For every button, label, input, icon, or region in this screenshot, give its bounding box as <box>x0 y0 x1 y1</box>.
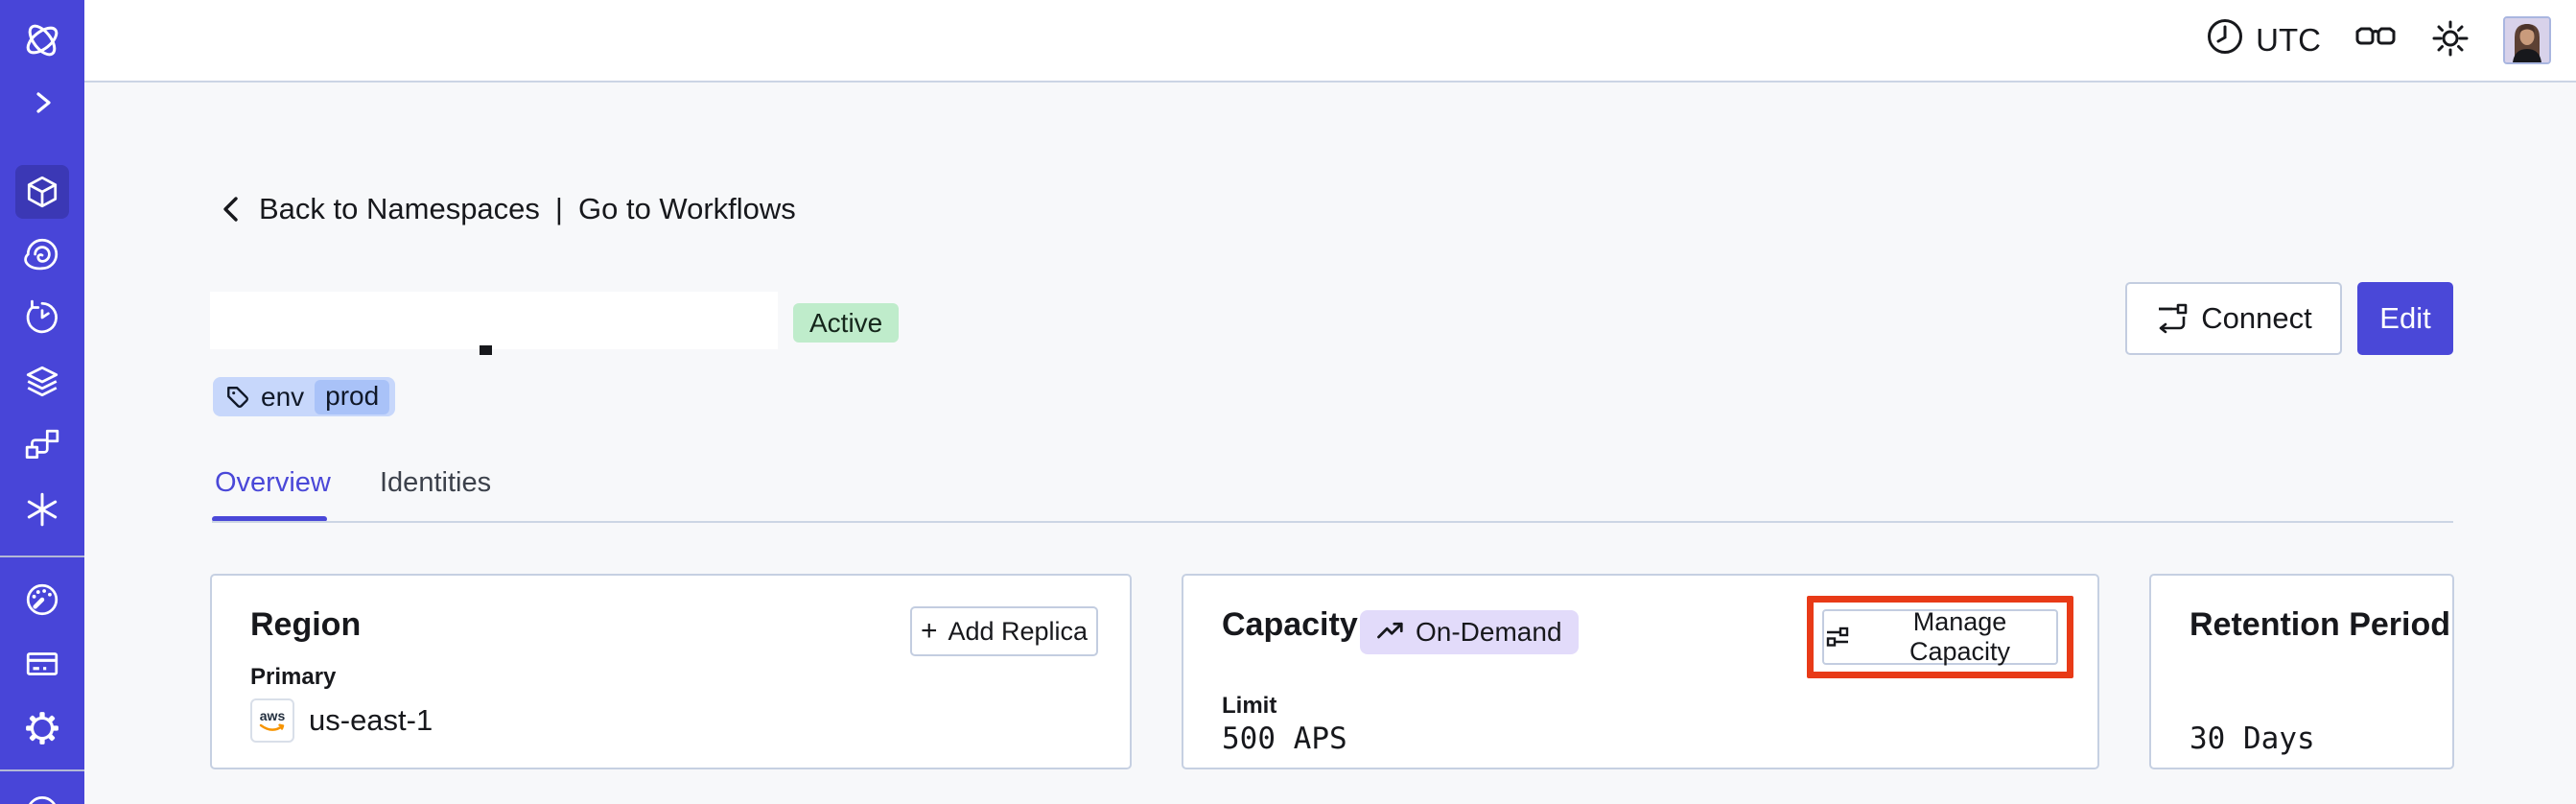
status-badge: Active <box>793 303 900 343</box>
user-avatar[interactable] <box>2503 16 2551 64</box>
sidebar-item-usage-gauge-icon[interactable] <box>0 582 84 617</box>
tag-icon <box>225 385 250 410</box>
sidebar-divider-bottom <box>0 769 84 771</box>
tab-overview[interactable]: Overview <box>215 467 331 498</box>
retention-card: Retention Period 30 Days <box>2149 574 2454 769</box>
glasses-icon[interactable] <box>2354 16 2398 65</box>
sidebar-expand-icon[interactable] <box>0 86 84 119</box>
retention-value: 30 Days <box>2190 721 2315 756</box>
theme-sun-icon[interactable] <box>2430 18 2471 63</box>
add-replica-label: Add Replica <box>948 616 1089 646</box>
ondemand-badge: On-Demand <box>1360 610 1579 654</box>
capacity-card: Capacity On-Demand <box>1182 574 2099 769</box>
region-value: us-east-1 <box>309 703 433 737</box>
header-actions: Connect Edit <box>2125 282 2453 355</box>
namespace-tag[interactable]: env prod <box>213 377 396 416</box>
back-chevron-icon[interactable] <box>219 194 244 225</box>
sidebar-item-asterisk-icon[interactable] <box>0 492 84 527</box>
go-to-workflows-link[interactable]: Go to Workflows <box>577 192 796 225</box>
connect-button[interactable]: Connect <box>2125 282 2342 355</box>
capacity-card-title: Capacity <box>1222 606 1358 643</box>
primary-label: Primary <box>250 664 337 690</box>
sidebar-nav <box>0 0 84 804</box>
trending-up-icon <box>1376 618 1405 647</box>
aws-logo-icon: aws <box>250 698 294 743</box>
timezone-selector[interactable]: UTC <box>2206 17 2321 63</box>
sidebar-item-batch-branch-icon[interactable] <box>0 428 84 462</box>
retention-card-title: Retention Period <box>2190 606 2451 643</box>
temporal-logo-icon[interactable] <box>0 19 84 61</box>
back-to-namespaces-link[interactable]: Back to Namespaces <box>259 192 540 225</box>
add-replica-button[interactable]: + Add Replica <box>910 606 1098 656</box>
active-tab-underline <box>212 516 327 522</box>
sidebar-item-schedules-clock-icon[interactable] <box>0 299 84 335</box>
sidebar-item-nexus-spiral-icon[interactable] <box>0 237 84 272</box>
sidebar-divider <box>0 556 84 557</box>
tab-identities[interactable]: Identities <box>380 467 492 498</box>
breadcrumb: Back to Namespaces | Go to Workflows <box>219 192 796 226</box>
region-card: Region + Add Replica Primary aws us-east… <box>210 574 1132 769</box>
red-annotation-box: Manage Capacity <box>1807 596 2073 678</box>
plus-icon: + <box>920 615 938 647</box>
sliders-icon <box>1824 624 1851 650</box>
topbar: UTC <box>84 0 2576 83</box>
edit-button-label: Edit <box>2379 301 2431 335</box>
ondemand-badge-label: On-Demand <box>1416 617 1562 647</box>
namespace-title-redaction <box>210 292 778 349</box>
tag-value-chip: prod <box>315 379 390 414</box>
manage-capacity-label: Manage Capacity <box>1909 607 2011 666</box>
aws-logo-text: aws <box>260 708 286 723</box>
breadcrumb-separator: | <box>554 192 563 225</box>
tab-bar-rule <box>212 521 2453 523</box>
clock-icon <box>2206 17 2244 63</box>
region-card-title: Region <box>250 606 362 643</box>
sidebar-item-settings-gear-icon[interactable] <box>0 711 84 745</box>
connect-flow-icon <box>2155 302 2188 335</box>
namespace-title-remnant <box>480 345 492 355</box>
sidebar-item-partial-bottom-icon[interactable] <box>0 792 84 804</box>
connect-button-label: Connect <box>2201 301 2312 335</box>
tag-key: env <box>261 381 305 412</box>
manage-capacity-button[interactable]: Manage Capacity <box>1822 607 2058 666</box>
sidebar-item-namespaces-cube-icon[interactable] <box>0 175 84 209</box>
timezone-label: UTC <box>2256 22 2321 58</box>
edit-button[interactable]: Edit <box>2357 282 2453 355</box>
limit-label: Limit <box>1222 693 1277 719</box>
sidebar-item-deployments-layers-icon[interactable] <box>0 365 84 399</box>
sidebar-item-billing-card-icon[interactable] <box>0 647 84 681</box>
primary-region-row: aws us-east-1 <box>250 698 433 743</box>
limit-value: 500 APS <box>1222 721 1347 756</box>
